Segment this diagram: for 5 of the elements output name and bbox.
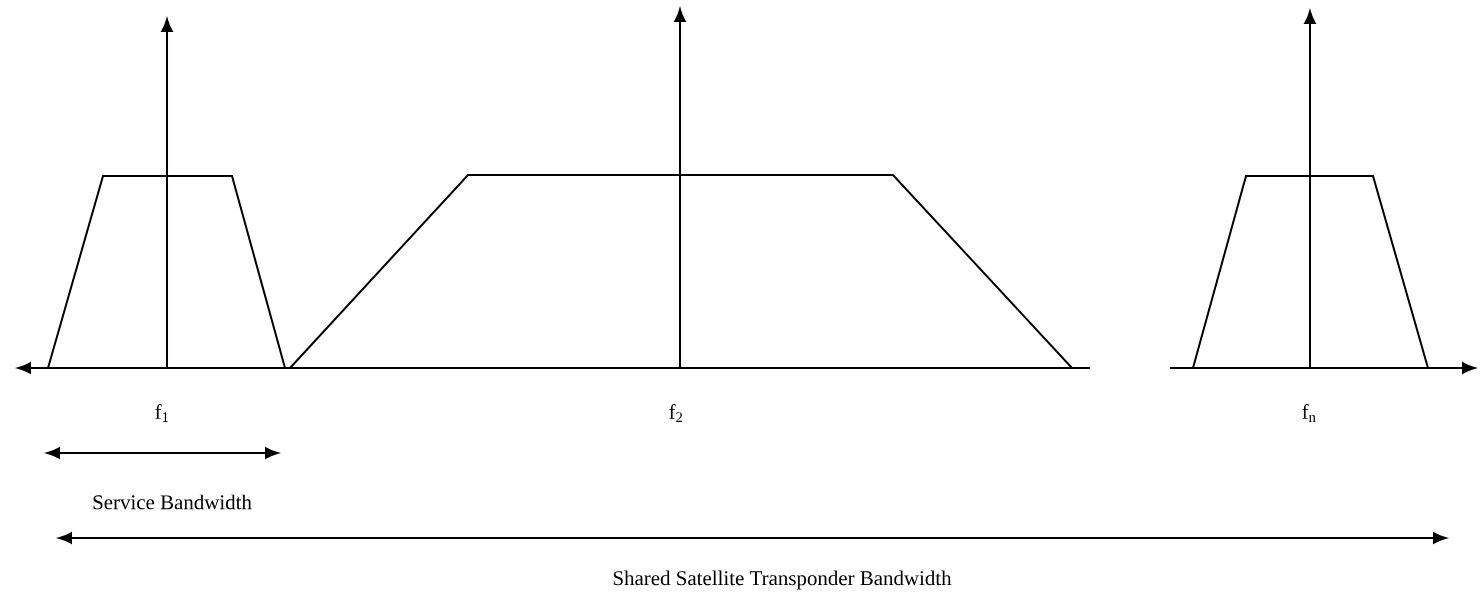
bandwidth-label: Shared Satellite Transponder Bandwidth <box>613 570 952 590</box>
frequency-label: f$_{2}$ <box>669 404 683 422</box>
bandwidth-label: Service Bandwidth <box>93 494 252 510</box>
frequency-label: f$_{n}$ <box>1302 404 1316 422</box>
frequency-label: f$_{1}$ <box>155 404 169 422</box>
